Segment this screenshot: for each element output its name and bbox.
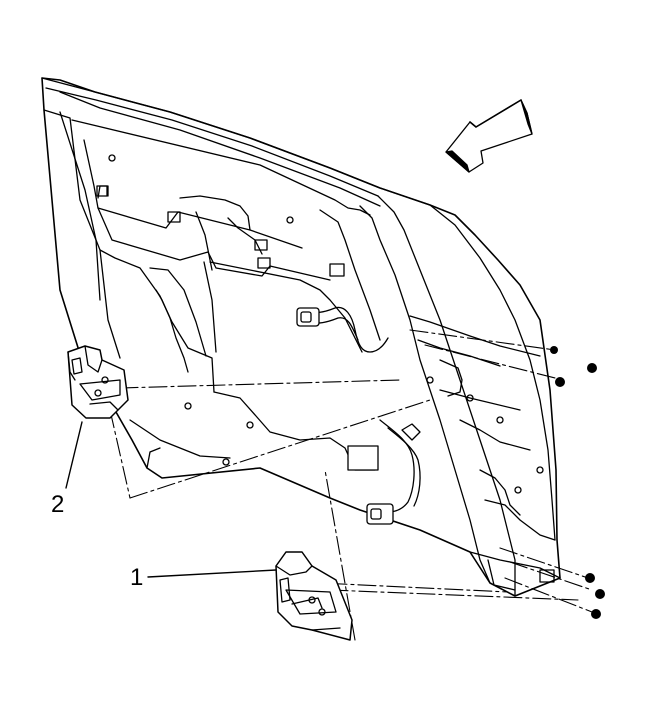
leader-2 (65, 421, 83, 489)
nut-5 (591, 609, 601, 619)
wiring-harness (296, 306, 421, 525)
nut-1 (587, 363, 597, 373)
fasteners (550, 346, 605, 619)
callout-label-2: 2 (51, 491, 65, 518)
door-panel-outline (41, 77, 561, 597)
callout-label-1: 1 (130, 564, 144, 591)
leader-1 (147, 569, 277, 578)
nut-4 (595, 589, 605, 599)
arrow-left-icon (445, 99, 533, 173)
callout-leaders (65, 421, 277, 578)
lower-hinge (275, 551, 353, 641)
nut-3 (585, 573, 595, 583)
bolt-1 (550, 346, 558, 354)
nut-2 (555, 377, 565, 387)
upper-hinge (67, 345, 129, 419)
